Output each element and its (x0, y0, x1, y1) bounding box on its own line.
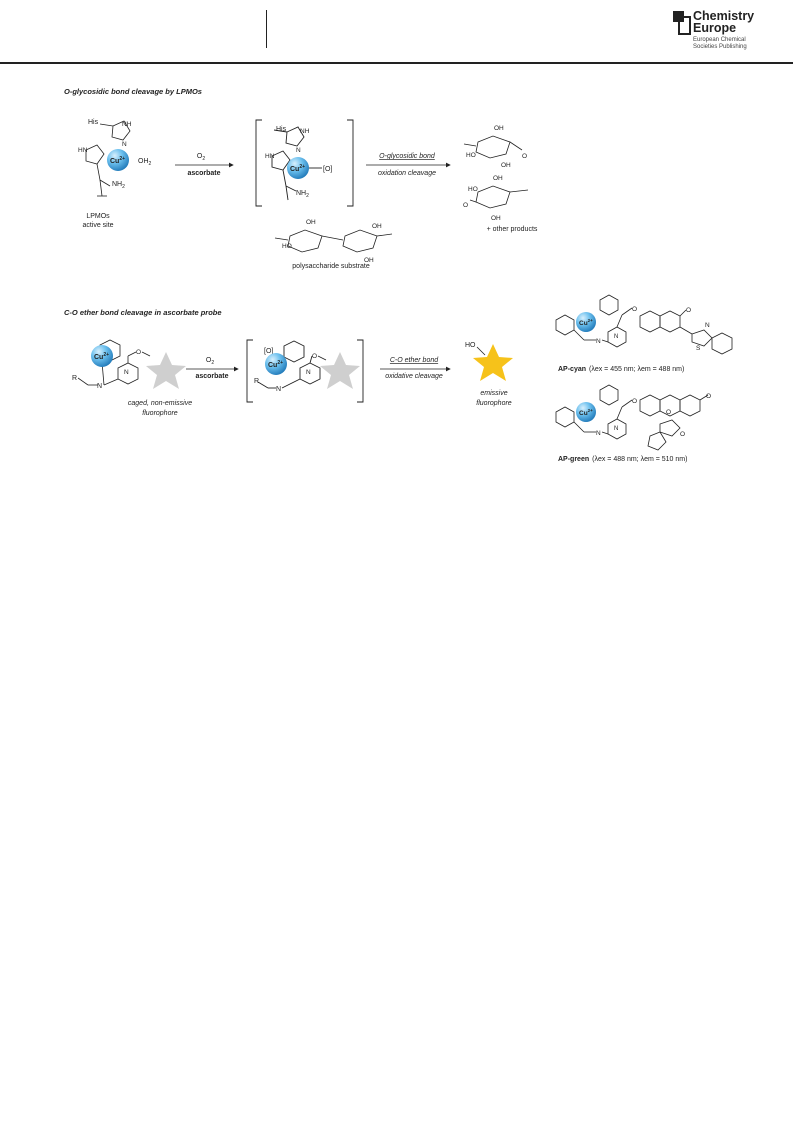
reagent-o2-bottom: O2 (206, 357, 214, 366)
o-label-probe: O (136, 349, 141, 356)
ho-label-emissive: HO (465, 342, 476, 349)
o-label-green-xanthene: O (666, 409, 671, 416)
reagent-ascorbate: ascorbate (187, 170, 220, 177)
cu-ion-icon (107, 149, 129, 171)
his-label: His (88, 119, 99, 126)
reagent-ascorbate-bottom: ascorbate (195, 373, 228, 380)
n-label-cyan: N (596, 338, 601, 345)
cu-ion-icon (576, 312, 596, 332)
n-label-intermediate-probe: N (276, 386, 281, 393)
o-label-green-methoxy: O (706, 393, 711, 400)
site-label-line1: LPMOs (86, 213, 110, 220)
cu-label-intermediate: Cu2+ (290, 164, 305, 173)
cu-ion-icon (91, 345, 113, 367)
caged-probe (77, 339, 151, 386)
ap-green-caption: AP-green(λex = 488 nm; λem = 510 nm) (558, 456, 687, 463)
cu-label-probe: Cu2+ (94, 352, 109, 361)
nh-label: NH (122, 121, 132, 128)
intermediate-bracket (255, 119, 354, 207)
step-label-line2: oxidation cleavage (378, 170, 436, 177)
hn-label: HN (78, 147, 88, 154)
chemistry-europe-logo-icon (673, 11, 691, 35)
cu-ion-icon (265, 353, 287, 375)
scheme-top-title: O-glycosidic bond cleavage by LPMOs (64, 87, 202, 96)
caged-fluorophore-star-icon (146, 352, 186, 389)
oh-label-product-2: OH (501, 162, 511, 169)
o-label-cyan: O (632, 306, 637, 313)
his-label-intermediate: His (276, 126, 287, 133)
step-label-bottom-line1: C-O ether bond (390, 357, 439, 364)
emissive-label-line2: fluorophore (476, 400, 512, 407)
oh-label-substrate-3: OH (364, 257, 374, 264)
o-label-green-lactone: O (680, 431, 685, 438)
n-label-cyan-py: N (614, 334, 618, 340)
emissive-fluorophore-star-icon (473, 344, 513, 381)
scheme-bottom-title: C-O ether bond cleavage in ascorbate pro… (64, 308, 222, 317)
n-label-green-py: N (614, 426, 618, 432)
emissive-label-line1: emissive (480, 390, 507, 397)
ap-green-structure (555, 384, 709, 451)
site-label-line2: active site (82, 222, 113, 229)
nh-label-intermediate: NH (300, 128, 310, 135)
n-label-green: N (596, 430, 601, 437)
caged-label-line1: caged, non-emissive (128, 400, 192, 407)
header-divider (266, 10, 267, 48)
polysaccharide-substrate (274, 229, 393, 253)
oh-label-substrate-2: OH (372, 223, 382, 230)
reaction-schemes: His NH N HN Cu2+ OH2 NH2 LPMOs active si… (72, 119, 733, 463)
cu-label-intermediate-probe: Cu2+ (268, 360, 283, 369)
step-label-line1: O-glycosidic bond (379, 153, 436, 160)
ho-bond (476, 346, 486, 356)
oh2-label: OH2 (138, 158, 152, 167)
oxo-label: [O] (323, 166, 332, 173)
n-label-pyridine-2: N (306, 369, 311, 376)
oh-label-product-3: OH (493, 175, 503, 182)
o-label-intermediate: O (312, 353, 317, 360)
logo-title: Chemistry Europe (693, 9, 755, 35)
n-label-probe: N (97, 383, 102, 390)
o-label-product: O (522, 153, 527, 160)
logo-subtitle: European Chemical Societies Publishing (693, 37, 747, 50)
lpmo-active-site (85, 120, 131, 197)
step-label-bottom-line2: oxidative cleavage (385, 373, 443, 380)
cu-label-cyan: Cu2+ (579, 318, 593, 327)
oh-label-substrate: OH (306, 219, 316, 226)
ap-cyan-caption: AP-cyan(λex = 455 nm; λem = 488 nm) (558, 366, 684, 373)
r-label: R (72, 375, 77, 382)
cu-label-green: Cu2+ (579, 408, 593, 417)
oxidized-products (463, 135, 529, 209)
ho-label-substrate: HO (282, 243, 292, 250)
n-label-intermediate: N (296, 147, 301, 154)
oh-label-product: OH (494, 125, 504, 132)
cu-ion-icon (287, 157, 309, 179)
cu-ion-icon (576, 402, 596, 422)
o-label-green: O (632, 398, 637, 405)
nh2-label-intermediate: NH2 (296, 190, 309, 199)
n-label-pyridine: N (124, 369, 129, 376)
o-label-product-2: O (463, 202, 468, 209)
cu-label: Cu2+ (110, 156, 125, 165)
r-label-intermediate: R (254, 378, 259, 385)
oxo-label-probe: [O] (264, 348, 273, 355)
o-label-cyan-2: O (686, 307, 691, 314)
ho-label-product: HO (466, 152, 476, 159)
caged-fluorophore-star-icon (320, 352, 360, 389)
hn-label-intermediate: HN (265, 153, 275, 160)
ap-cyan-structure (555, 294, 733, 355)
s-label-cyan: S (696, 345, 701, 352)
other-products-label: + other products (487, 226, 538, 233)
substrate-label: polysaccharide substrate (292, 263, 370, 270)
reagent-o2: O2 (197, 153, 205, 162)
oh-label-product-4: OH (491, 215, 501, 222)
n-label-cyan-btz: N (705, 322, 710, 329)
n-label: N (122, 141, 127, 148)
ho-label-product-2: HO (468, 186, 478, 193)
nh2-label: NH2 (112, 181, 125, 190)
header-rule (0, 62, 793, 64)
caged-label-line2: fluorophore (142, 410, 178, 417)
